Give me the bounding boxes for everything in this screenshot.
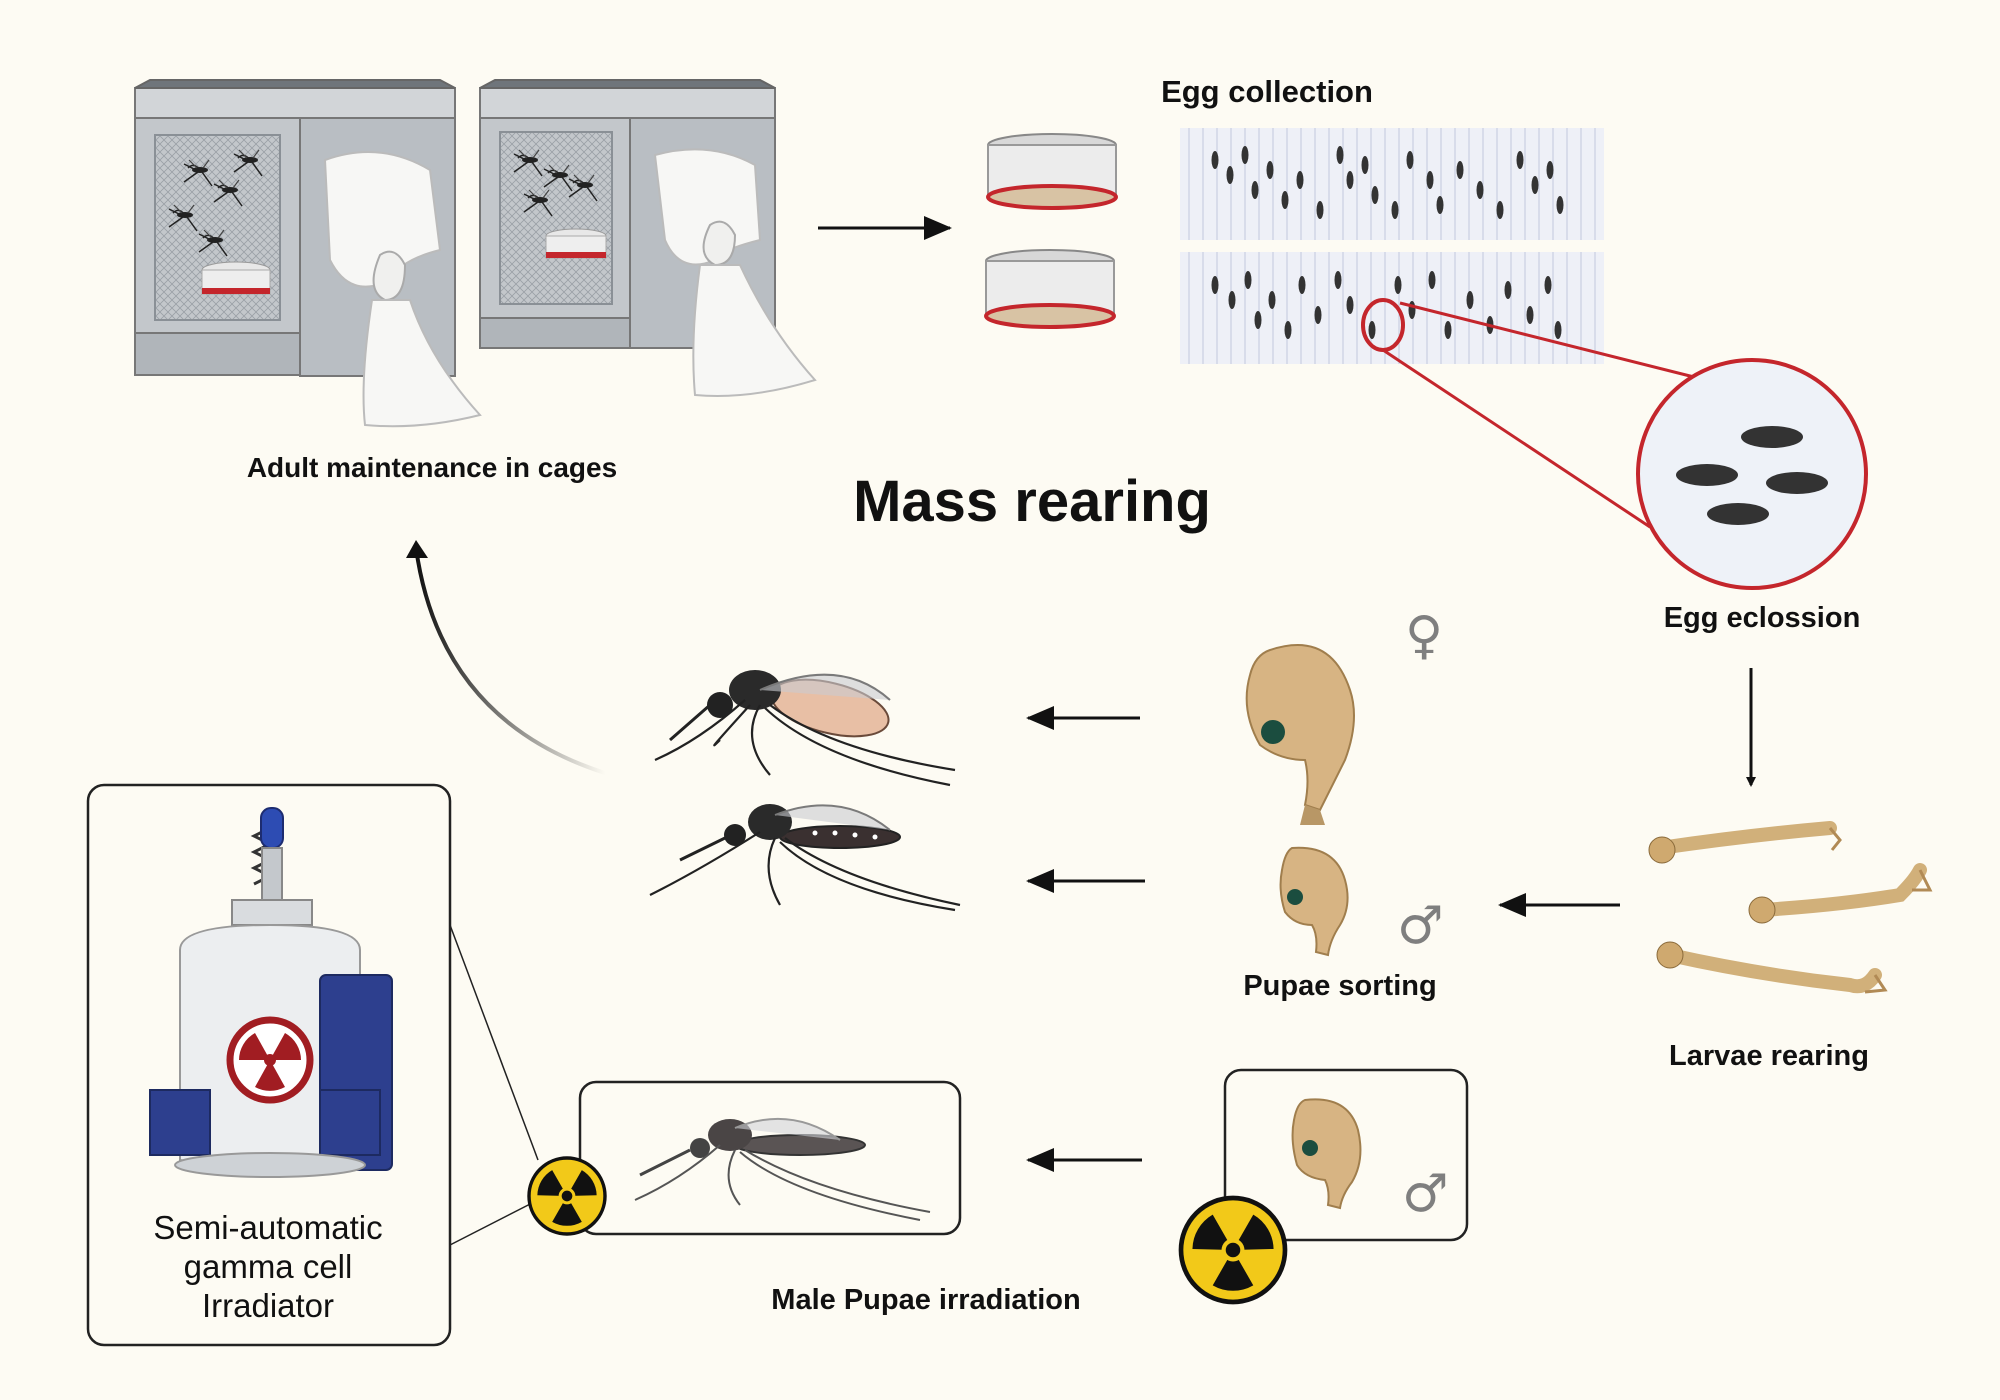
larvae-rearing-label: Larvae rearing — [1669, 1040, 1869, 1072]
male-pupae-irradiation-label: Male Pupae irradiation — [771, 1284, 1081, 1316]
radiation-icon — [1181, 1198, 1285, 1302]
irradiator-box — [86, 783, 452, 1347]
irradiator-label-line3: Irradiator — [201, 1287, 335, 1324]
curved-arrow-icon — [414, 547, 606, 775]
mosquito-icon — [649, 804, 961, 912]
larva-icon — [1648, 821, 1842, 864]
adult-cages-label: Adult maintenance in cages — [246, 452, 618, 483]
petri-dish-icon — [986, 133, 1118, 210]
pupa-icon — [1245, 644, 1355, 825]
mosquito-icon — [634, 1117, 931, 1221]
cage-icon — [134, 79, 482, 428]
irradiator-label-line1: Semi-automatic — [153, 1209, 383, 1246]
male-symbol-icon: ♂ — [1402, 1164, 1449, 1224]
egg-paper-icon — [1180, 128, 1604, 240]
radiation-icon — [529, 1158, 605, 1234]
irradiator-icon — [149, 807, 393, 1178]
larva-icon — [1656, 941, 1888, 994]
irradiator-label-line2: gamma cell — [183, 1248, 353, 1285]
irradiator-label: Semi-automatic gamma cell Irradiator — [88, 1208, 448, 1325]
female-symbol-icon: ♀ — [1405, 606, 1444, 666]
egg-collection-label: Egg collection — [1161, 74, 1373, 109]
cage-icon — [479, 79, 817, 397]
pupa-icon — [1291, 1098, 1362, 1210]
irradiated-mosquito-box — [578, 1080, 962, 1236]
pupae-sorting-label: Pupae sorting — [1243, 970, 1437, 1002]
magnifier-icon — [1382, 301, 1868, 590]
irradiated-pupae-box — [1223, 1068, 1469, 1242]
larva-icon — [1748, 863, 1933, 924]
pupa-icon — [1279, 846, 1349, 957]
egg-paper-icon — [1180, 252, 1604, 364]
egg-eclosion-label: Egg eclossion — [1663, 602, 1861, 634]
male-symbol-icon: ♂ — [1397, 896, 1444, 956]
petri-dish-icon — [984, 249, 1116, 329]
mosquito-icon — [654, 670, 956, 787]
page-title: Mass rearing — [853, 469, 1211, 534]
